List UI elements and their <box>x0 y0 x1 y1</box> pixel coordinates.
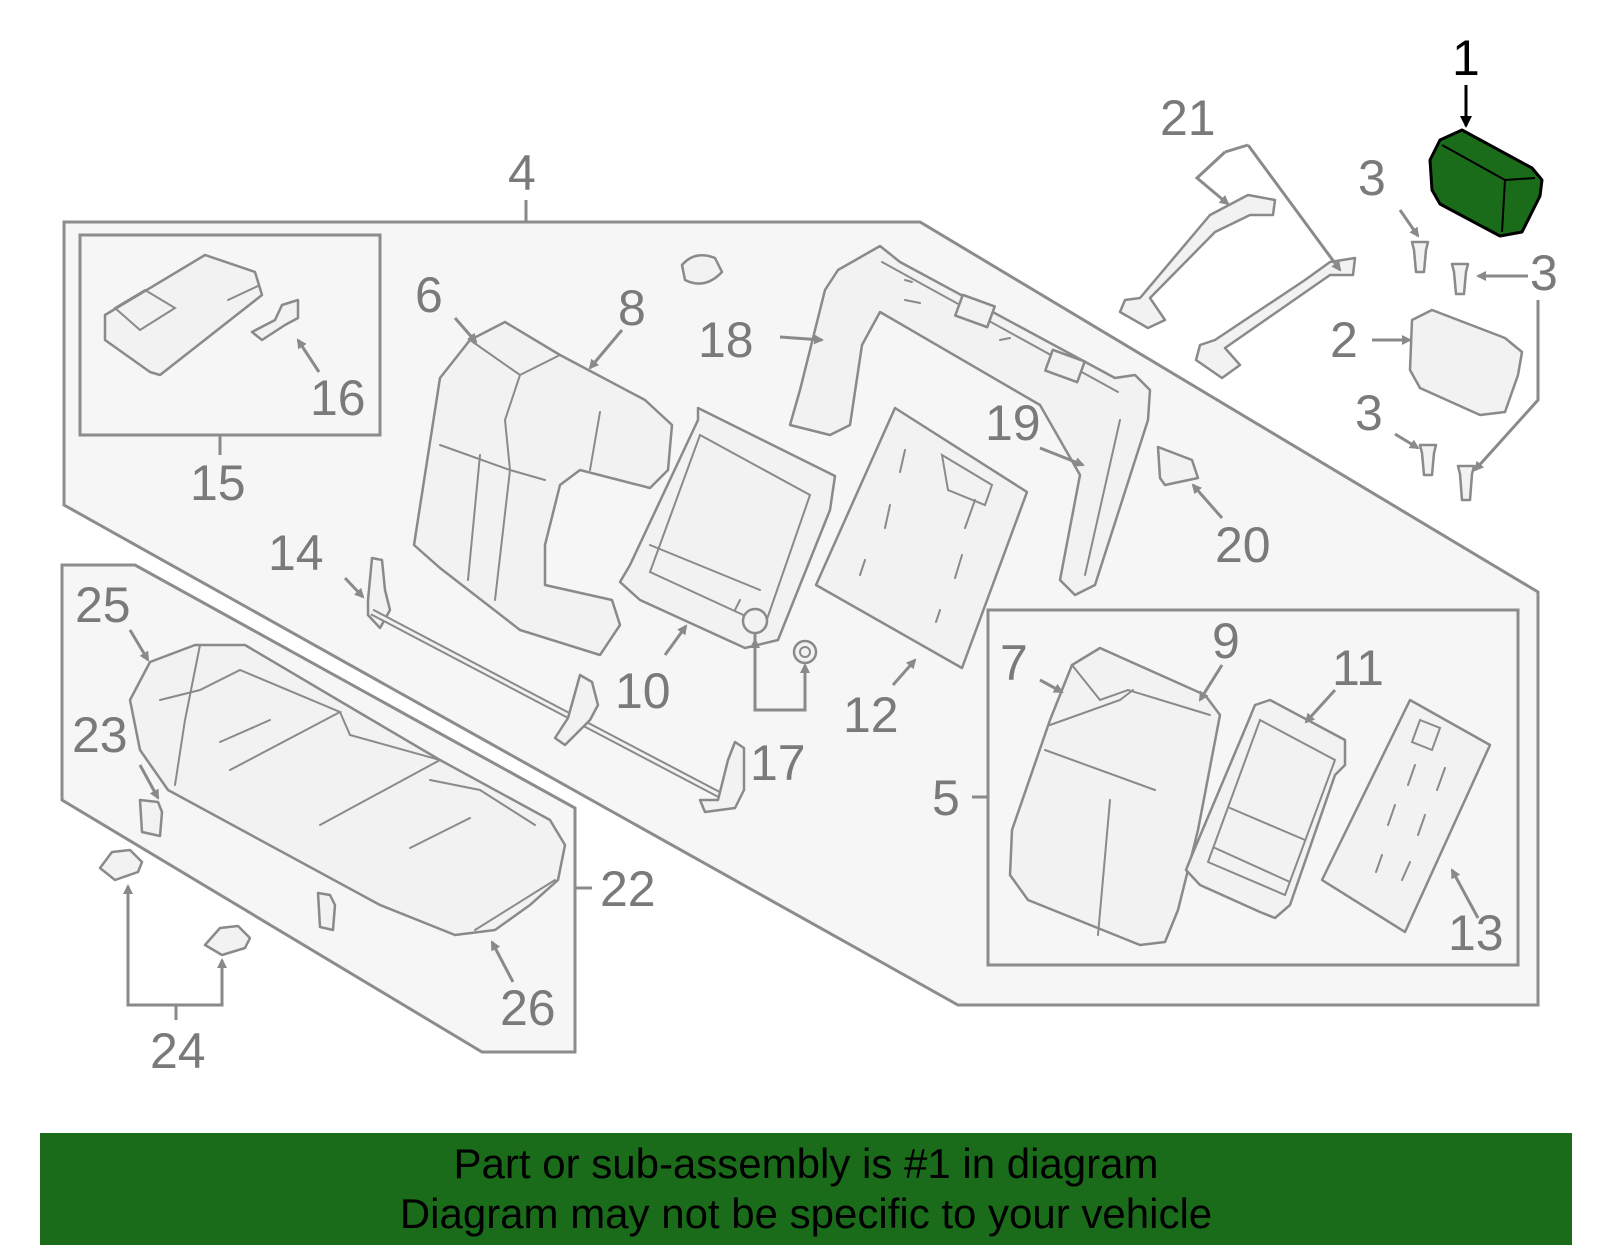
callout-20: 20 <box>1215 517 1271 573</box>
callout-labels: 1 2 3 3 3 4 5 6 7 8 9 10 11 12 13 14 15 … <box>72 30 1558 1079</box>
callout-19: 19 <box>985 395 1041 451</box>
callout-13: 13 <box>1448 905 1504 961</box>
callout-21: 21 <box>1160 90 1216 146</box>
callout-1: 1 <box>1452 30 1480 86</box>
callout-16: 16 <box>310 370 366 426</box>
callout-10: 10 <box>615 663 671 719</box>
callout-9: 9 <box>1212 613 1240 669</box>
seatback-pad-6-8 <box>412 320 674 657</box>
cap-part <box>680 253 724 285</box>
board-12 <box>814 406 1029 670</box>
seatback-frame-11 <box>1184 698 1347 920</box>
callout-5: 5 <box>932 770 960 826</box>
headrest-2 <box>1408 308 1524 417</box>
leader-lines <box>123 85 1540 1020</box>
callout-6: 6 <box>415 267 443 323</box>
callout-3b: 3 <box>1530 245 1558 301</box>
callout-11: 11 <box>1332 640 1384 696</box>
callout-22: 22 <box>600 861 656 917</box>
guides-3 <box>1410 240 1476 502</box>
callout-15: 15 <box>190 455 246 511</box>
callout-4: 4 <box>508 145 536 201</box>
clip-20 <box>1156 445 1200 487</box>
callout-23: 23 <box>72 707 128 763</box>
callout-8: 8 <box>618 280 646 336</box>
callout-3c: 3 <box>1355 385 1383 441</box>
armrest-part <box>103 253 300 377</box>
stays-21 <box>1118 193 1357 380</box>
callout-17: 17 <box>750 735 806 791</box>
callout-18: 18 <box>698 312 754 368</box>
clips-23-24 <box>98 798 337 957</box>
board-13 <box>1320 698 1492 934</box>
callout-24: 24 <box>150 1023 206 1079</box>
banner-line-1: Part or sub-assembly is #1 in diagram <box>453 1140 1159 1187</box>
callout-2: 2 <box>1330 312 1358 368</box>
callout-25: 25 <box>75 577 131 633</box>
info-banner: Part or sub-assembly is #1 in diagram Di… <box>40 1133 1572 1245</box>
banner-line-2: Diagram may not be specific to your vehi… <box>399 1190 1213 1237</box>
callout-3a: 3 <box>1358 150 1386 206</box>
parts-diagram: 1 2 3 3 3 4 5 6 7 8 9 10 11 12 13 14 15 … <box>60 30 1558 1079</box>
seat-cushion-25-26 <box>128 643 567 937</box>
seatback-upper-frame-18-19 <box>788 244 1152 597</box>
rod-14 <box>366 556 746 814</box>
callout-26: 26 <box>500 980 556 1036</box>
headrest-1-highlighted <box>1428 128 1544 238</box>
callout-12: 12 <box>843 687 899 743</box>
callout-14: 14 <box>268 525 324 581</box>
callout-7: 7 <box>1000 635 1028 691</box>
